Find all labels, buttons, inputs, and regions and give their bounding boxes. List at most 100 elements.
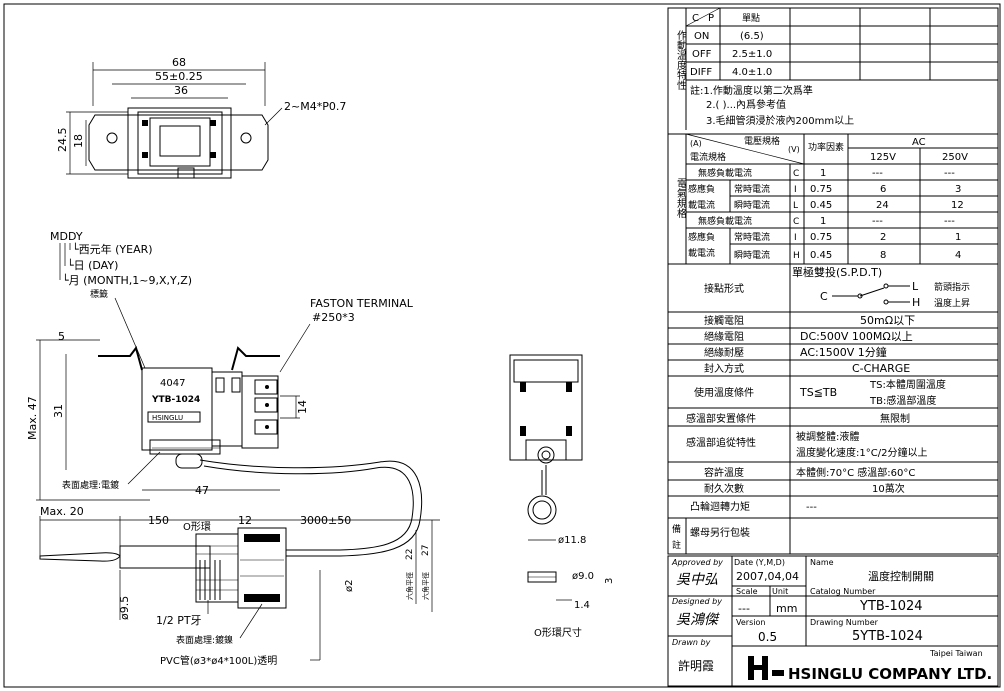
front-view — [509, 354, 583, 495]
dim-1-4: 1.4 — [574, 600, 590, 611]
company-name: HSINGLU COMPANY LTD. — [788, 665, 992, 683]
endurance-value: 10萬次 — [872, 482, 905, 495]
prop-0-value: 50mΩ以下 — [860, 314, 915, 327]
date-value: 2007,04,04 — [736, 570, 799, 583]
catalog-label: Catalog Number — [810, 587, 876, 596]
dim-12: 12 — [238, 514, 252, 527]
side-view: FASTON TERMINAL #250*3 Max. 47 5 31 4047… — [26, 297, 423, 557]
use-temp-label: 使用溫度條件 — [694, 386, 754, 399]
spdt-label: 單極雙投(S.P.D.T) — [792, 265, 882, 279]
hex2-label: 六角平徑 — [421, 572, 430, 600]
dim-36: 36 — [174, 84, 188, 97]
part-code-a: 4047 — [160, 378, 185, 389]
v250-label: 250V — [942, 152, 968, 163]
elec-row-0-label: 無感負載電流 — [698, 167, 752, 179]
dim-55: 55±0.25 — [155, 70, 203, 83]
inductive-b-2: 載電流 — [688, 247, 715, 259]
prop-3-label: 封入方式 — [704, 362, 744, 375]
drawn-by-label: Drawn by — [672, 638, 711, 647]
switch-l: L — [912, 280, 919, 293]
inductive-a-1: 感應負 — [688, 183, 715, 195]
plating2-label: 表面處理:鍍鎳 — [176, 634, 233, 646]
follow-value-1: 被調整體:液體 — [796, 430, 859, 443]
dim-9-0: ø9.0 — [572, 571, 594, 582]
year-label: └西元年 (YEAR) — [72, 242, 153, 256]
elec-rows: 無感負載電流 C 1 --- --- 感應負 載電流 常時電流 I 0.75 6… — [686, 164, 998, 264]
company-logo — [748, 656, 784, 680]
approved-by-label: Approved by — [671, 558, 723, 567]
dim-11-8: ø11.8 — [558, 535, 586, 546]
allow-temp-value: 本體側:70°C 感溫部:60°C — [796, 466, 915, 479]
elec-row-1-pf: 0.75 — [810, 184, 832, 195]
elec-row-4-pf: 0.75 — [810, 232, 832, 243]
elec-row-0-pf: 1 — [820, 168, 826, 179]
row-on-label: ON — [694, 31, 709, 42]
dim-18: 18 — [72, 134, 85, 148]
v125-label: 125V — [870, 152, 896, 163]
unit-label: 單點 — [742, 12, 760, 24]
elec-row-3-code: C — [793, 217, 799, 227]
dim-68: 68 — [172, 56, 186, 69]
switch-h-note: 溫度上昇 — [934, 297, 970, 309]
dim-5: 5 — [58, 330, 65, 343]
follow-label: 感溫部追從特性 — [686, 436, 756, 449]
row-diff-label: DIFF — [690, 67, 712, 78]
torque-value: --- — [806, 502, 817, 513]
note-2: 2.( )...內爲參考值 — [706, 98, 786, 111]
dim-9-5: ø9.5 — [118, 596, 131, 620]
label-tag: 標籤 — [90, 288, 108, 300]
dim-3000: 3000±50 — [300, 514, 351, 527]
switch-c: C — [820, 290, 828, 303]
oring-label: O形環 — [183, 521, 211, 533]
torque-label: 凸輪迴轉力矩 — [690, 500, 750, 513]
name-label: Name — [810, 558, 834, 567]
allow-temp-label: 容許溫度 — [704, 466, 744, 479]
power-factor: 功率因素 — [808, 141, 844, 153]
elec-row-4-code: I — [794, 233, 797, 243]
tb-note: TB:感溫部溫度 — [869, 394, 936, 407]
elec-row-0-250: --- — [944, 168, 955, 179]
inductive-a-2: 感應負 — [688, 231, 715, 243]
elec-row-1-250: 3 — [955, 184, 961, 195]
dim-150: 150 — [148, 514, 169, 527]
contact-form-label: 接點形式 — [704, 282, 744, 295]
elec-head-b: 電壓規格 — [744, 135, 780, 147]
elec-row-4-label: 常時電流 — [734, 231, 770, 243]
dim-d2: ø2 — [344, 580, 355, 592]
switch-l-note: 箭頭指示 — [934, 281, 970, 293]
note-3: 3.毛細管須浸於液內200mm以上 — [706, 114, 854, 127]
cp-p: P — [708, 13, 714, 24]
prop-1-value: DC:500V 100MΩ以上 — [800, 330, 913, 343]
dim-27: 27 — [421, 545, 431, 556]
elec-head-a: (A) — [690, 139, 702, 148]
part-code-b: YTB-1024 — [151, 395, 200, 405]
designed-signature: 吳鴻傑 — [676, 612, 720, 628]
prop-1-label: 絕緣電阻 — [704, 330, 744, 343]
row-on-value: (6.5) — [740, 31, 764, 42]
spec-table: 作動溫度特性 C P 單點 ON (6.5) OFF 2.5±1.0 DIFF … — [667, 7, 999, 555]
dim-max20: Max. 20 — [40, 505, 84, 518]
elec-row-5-pf: 0.45 — [810, 250, 832, 261]
sensor-section: Max. 20 150 O形環 12 3000±50 ø9.5 1/2 PT牙 … — [39, 505, 440, 667]
dim-22: 22 — [405, 549, 415, 560]
elec-row-4-125: 2 — [880, 232, 886, 243]
title-block: Approved by 吳中弘 Date (Y,M,D) 2007,04,04 … — [667, 555, 999, 687]
elec-row-0-125: --- — [872, 168, 883, 179]
elec-row-1-125: 6 — [880, 184, 886, 195]
plating-label: 表面處理:電鍍 — [62, 479, 119, 491]
switch-h: H — [912, 296, 920, 309]
version-label: Version — [736, 618, 765, 627]
drawing-label: Drawing Number — [810, 618, 879, 627]
dim-47: 47 — [195, 484, 209, 497]
drawn-value: 許明霞 — [678, 659, 714, 673]
faston-label: FASTON TERMINAL — [310, 297, 414, 310]
faston-size: #250*3 — [312, 311, 355, 324]
oring-size-label: O形環尺寸 — [534, 626, 582, 639]
month-label: └月 (MONTH,1~9,X,Y,Z) — [62, 273, 192, 287]
dim-24-5: 24.5 — [56, 128, 69, 153]
remark-b: 註 — [672, 539, 681, 551]
hex1-label: 六角平徑 — [405, 572, 414, 600]
day-label: └日 (DAY) — [67, 258, 118, 272]
switch-symbol: C L H 箭頭指示 溫度上昇 — [820, 280, 970, 309]
